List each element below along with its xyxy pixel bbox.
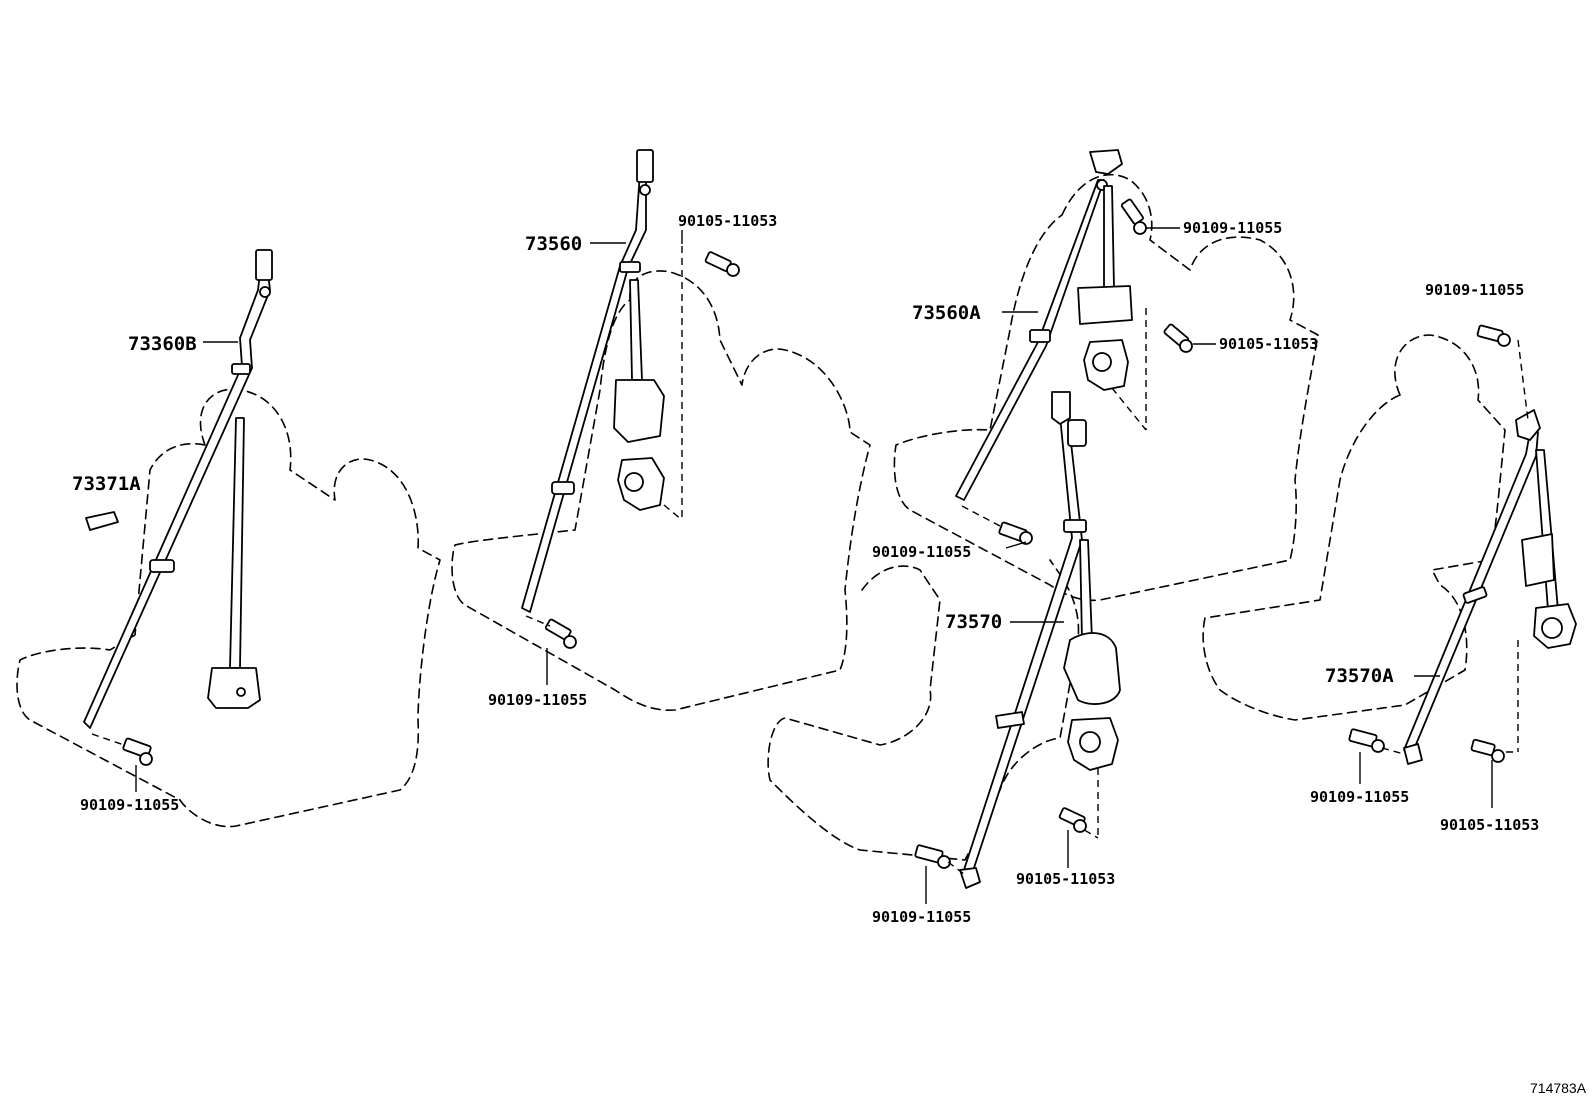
guide-1b xyxy=(149,559,175,573)
label-bolt-3-top: 90109-11055 xyxy=(1183,219,1282,237)
seat-outline-5 xyxy=(1202,334,1506,721)
bolt-icon xyxy=(704,251,740,277)
lower-anchor-5 xyxy=(1403,743,1423,765)
label-bolt-2-upper: 90105-11053 xyxy=(678,212,777,230)
label-bolt-3-mid: 90105-11053 xyxy=(1219,335,1318,353)
label-73570: 73570 xyxy=(945,611,1002,633)
upper-anchor-2 xyxy=(636,149,654,183)
diagram-code: 714783A xyxy=(1530,1080,1587,1096)
label-bolt-1: 90109-11055 xyxy=(80,796,179,814)
upper-anchor-4 xyxy=(1051,391,1071,425)
label-73570a: 73570A xyxy=(1325,665,1394,687)
bolt-icon xyxy=(122,737,153,766)
seat-outline-1 xyxy=(16,388,441,828)
buckle-plate-5 xyxy=(1521,533,1555,587)
label-bolt-5-buckle: 90105-11053 xyxy=(1440,816,1539,834)
label-bolt-2-lower: 90109-11055 xyxy=(488,691,587,709)
label-bolt-5-lower: 90109-11055 xyxy=(1310,788,1409,806)
label-bolt-4-buckle: 90105-11053 xyxy=(1016,870,1115,888)
assembly-73560a: 73560A 90109-11055 90105-11053 90109-110… xyxy=(872,149,1319,602)
bolt-icon xyxy=(1348,728,1385,753)
bolt-icon xyxy=(1058,807,1087,833)
anchor-bolt-2 xyxy=(639,184,651,196)
anchor-bolt-1 xyxy=(259,286,271,298)
upper-anchor-1 xyxy=(255,249,273,281)
buckle-4 xyxy=(1063,632,1121,705)
label-73560a: 73560A xyxy=(912,302,981,324)
seat-outline-3 xyxy=(893,173,1319,602)
upper-anchor-3 xyxy=(1089,149,1123,175)
guide-2b xyxy=(551,481,575,495)
seat-outline-4 xyxy=(767,559,1080,861)
label-bolt-4-lower: 90109-11055 xyxy=(872,908,971,926)
upper-anchor-5 xyxy=(1515,409,1541,441)
guide-1 xyxy=(231,363,251,375)
label-73371a: 73371A xyxy=(72,473,141,495)
bolt-icon xyxy=(1476,324,1511,347)
guide-4b xyxy=(995,711,1025,729)
bolt-icon xyxy=(998,521,1033,545)
bolt-icon xyxy=(914,844,951,869)
label-bolt-5-top: 90109-11055 xyxy=(1425,281,1524,299)
clip-73371a xyxy=(85,511,119,531)
assembly-73560: 73560 90105-11053 90109-11055 xyxy=(451,149,871,711)
buckle-3 xyxy=(1077,285,1133,325)
buckle-strap-4 xyxy=(1079,539,1093,641)
label-bolt-3-lower: 90109-11055 xyxy=(872,543,971,561)
seat-outline-2 xyxy=(451,270,871,711)
bolt-icon xyxy=(1120,198,1147,235)
assembly-73570a: 73570A 90109-11055 90109-11055 90105-110… xyxy=(1202,281,1577,834)
guide-5 xyxy=(1462,586,1488,604)
bolt-icon xyxy=(1470,738,1505,763)
guide-3 xyxy=(1029,329,1051,343)
lower-anchor-4 xyxy=(959,867,981,889)
bolt-icon xyxy=(544,618,577,649)
buckle-hole-1 xyxy=(236,687,246,697)
guide-2 xyxy=(619,261,641,273)
bolt-icon xyxy=(1163,323,1193,353)
buckle-strap-2 xyxy=(629,279,643,381)
buckle-1 xyxy=(207,667,261,709)
label-73560: 73560 xyxy=(525,233,582,255)
assembly-73570: 73570 90105-11053 90109-11055 xyxy=(767,391,1121,926)
assembly-73360b: 73360B 73371A 90109-11055 xyxy=(16,249,441,828)
anchor-plate-4 xyxy=(1067,419,1087,447)
buckle-strap-1 xyxy=(229,417,245,669)
buckle-strap-3 xyxy=(1103,185,1115,289)
label-73360b: 73360B xyxy=(128,333,197,355)
buckle-strap-5 xyxy=(1535,449,1559,611)
guide-4 xyxy=(1063,519,1087,533)
buckle-2 xyxy=(613,379,665,443)
